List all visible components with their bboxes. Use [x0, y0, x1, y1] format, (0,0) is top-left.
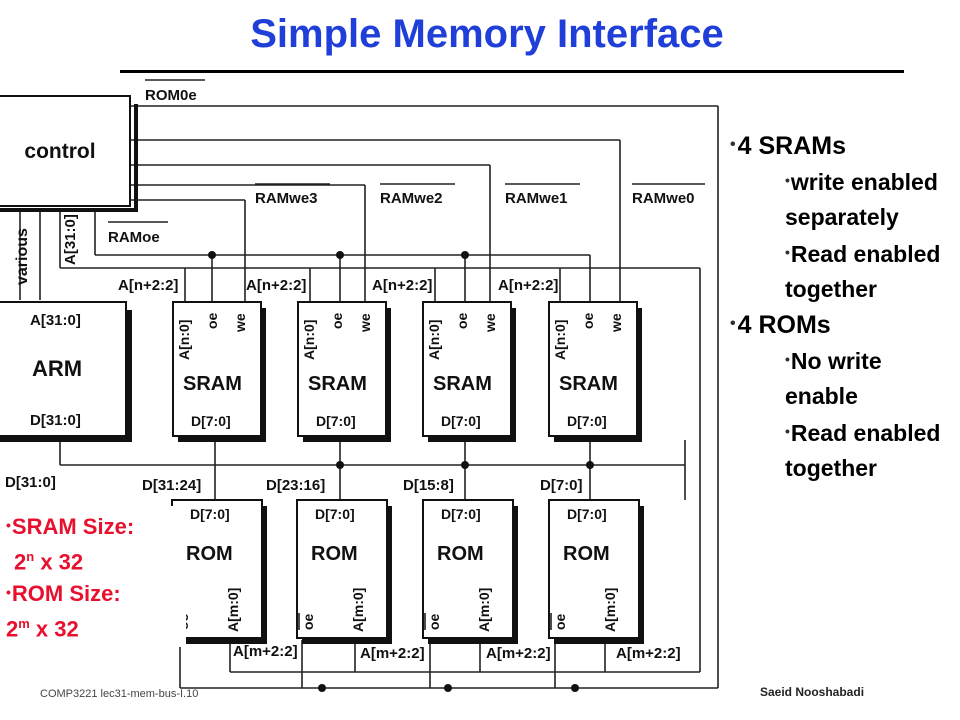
footer-course: COMP3221 lec31-mem-bus-I.10: [40, 688, 199, 700]
rom-addr-bus-1: A[m+2:2]: [360, 645, 425, 662]
rom-block: D[7:0] ROM oe A[m:0]: [171, 499, 267, 644]
sram-label: SRAM: [308, 373, 367, 395]
sram-addr-pin: A[n:0]: [552, 320, 568, 360]
sram-we-pin: we: [232, 313, 248, 333]
sram-addr-bus-2: A[n+2:2]: [372, 277, 432, 294]
control-block: control: [0, 95, 138, 212]
rom-block: D[7:0] ROM oe A[m:0]: [296, 499, 392, 644]
rom-oe-pin: oe: [426, 613, 442, 630]
rom-addr-pin: A[m:0]: [350, 588, 366, 632]
sram-size-value: 2n x 32: [14, 549, 84, 575]
data-bus-slice-2: D[15:8]: [403, 477, 454, 494]
sram-addr-bus-1: A[n+2:2]: [246, 277, 306, 294]
sram-data-pin: D[7:0]: [191, 413, 231, 429]
sram-oe-pin: oe: [329, 312, 345, 329]
sram-data-pin: D[7:0]: [441, 413, 481, 429]
wires: [19, 79, 719, 689]
bullet-roms: 4 ROMs: [730, 307, 960, 342]
rom-addr-pin: A[m:0]: [476, 588, 492, 632]
rom-size-label: •ROM Size:: [6, 581, 121, 607]
data-bus-main: D[31:0]: [5, 474, 56, 491]
ram-we0-signal: RAMwe0: [632, 190, 695, 207]
rom-data-pin: D[7:0]: [567, 506, 607, 522]
bullet-rom-write: No write enable: [730, 342, 960, 414]
arm-data-label: D[31:0]: [30, 412, 81, 429]
rom-label: ROM: [437, 543, 484, 565]
sram-data-pin: D[7:0]: [567, 413, 607, 429]
rom-addr-pin: A[m:0]: [225, 588, 241, 632]
arm-label: ARM: [32, 356, 82, 381]
rom-oe-signal: ROM0e: [145, 87, 197, 104]
sram-oe-pin: oe: [204, 312, 220, 329]
rom-block: D[7:0] ROM oe A[m:0]: [548, 499, 644, 644]
sram-block: A[n:0] oe we SRAM D[7:0]: [297, 301, 391, 442]
bullet-rom-read: Read enabled together: [730, 414, 960, 486]
arm-addr-label: A[31:0]: [30, 312, 81, 329]
sram-we-pin: we: [357, 313, 373, 333]
memory-size-note: •SRAM Size: 2n x 32 •ROM Size: 2m x 32: [0, 506, 186, 647]
bullet-sram-read: Read enabled together: [730, 235, 960, 307]
summary-bullets: 4 SRAMs write enabled separately Read en…: [730, 128, 960, 486]
sram-addr-pin: A[n:0]: [301, 320, 317, 360]
rom-data-pin: D[7:0]: [190, 506, 230, 522]
sram-we-pin: we: [482, 313, 498, 333]
rom-label: ROM: [186, 543, 233, 565]
data-bus-slice-0: D[31:24]: [142, 477, 201, 494]
ram-we2-signal: RAMwe2: [380, 190, 443, 207]
bullet-sram-write: write enabled separately: [730, 163, 960, 235]
ram-oe-signal: RAMoe: [108, 229, 160, 246]
ram-we3-signal: RAMwe3: [255, 190, 318, 207]
sram-oe-pin: oe: [454, 312, 470, 329]
sram-block: A[n:0] oe we SRAM D[7:0]: [422, 301, 516, 442]
bullet-srams: 4 SRAMs: [730, 128, 960, 163]
rom-size-value: 2m x 32: [6, 616, 79, 642]
various-label: various: [14, 228, 31, 285]
sram-addr-bus-3: A[n+2:2]: [498, 277, 558, 294]
sram-oe-pin: oe: [580, 312, 596, 329]
title-rule: [120, 70, 904, 73]
addr-bus-label: A[31:0]: [62, 214, 79, 265]
control-label: control: [24, 140, 95, 163]
sram-block: A[n:0] oe we SRAM D[7:0]: [548, 301, 642, 442]
sram-label: SRAM: [559, 373, 618, 395]
rom-addr-bus-3: A[m+2:2]: [616, 645, 681, 662]
rom-addr-bus-2: A[m+2:2]: [486, 645, 551, 662]
rom-data-pin: D[7:0]: [441, 506, 481, 522]
sram-addr-pin: A[n:0]: [426, 320, 442, 360]
rom-label: ROM: [563, 543, 610, 565]
rom-addr-bus-0: A[m+2:2]: [233, 643, 298, 660]
ram-we1-signal: RAMwe1: [505, 190, 568, 207]
sram-data-pin: D[7:0]: [316, 413, 356, 429]
rom-oe-pin: oe: [552, 613, 568, 630]
rom-block: D[7:0] ROM oe A[m:0]: [422, 499, 518, 644]
rom-oe-pin: oe: [300, 613, 316, 630]
footer-author: Saeid Nooshabadi: [760, 685, 865, 699]
sram-addr-bus-0: A[n+2:2]: [118, 277, 178, 294]
rom-data-pin: D[7:0]: [315, 506, 355, 522]
sram-we-pin: we: [608, 313, 624, 333]
sram-label: SRAM: [433, 373, 492, 395]
junction-dots: [208, 251, 594, 692]
sram-label: SRAM: [183, 373, 242, 395]
page-title: Simple Memory Interface: [250, 12, 724, 56]
rom-label: ROM: [311, 543, 358, 565]
data-bus-slice-3: D[7:0]: [540, 477, 583, 494]
arm-block: A[31:0] ARM D[31:0]: [0, 301, 132, 442]
sram-size-label: •SRAM Size:: [6, 514, 135, 539]
sram-block: A[n:0] oe we SRAM D[7:0]: [172, 301, 266, 442]
rom-addr-pin: A[m:0]: [602, 588, 618, 632]
data-bus-slice-1: D[23:16]: [266, 477, 325, 494]
sram-addr-pin: A[n:0]: [176, 320, 192, 360]
